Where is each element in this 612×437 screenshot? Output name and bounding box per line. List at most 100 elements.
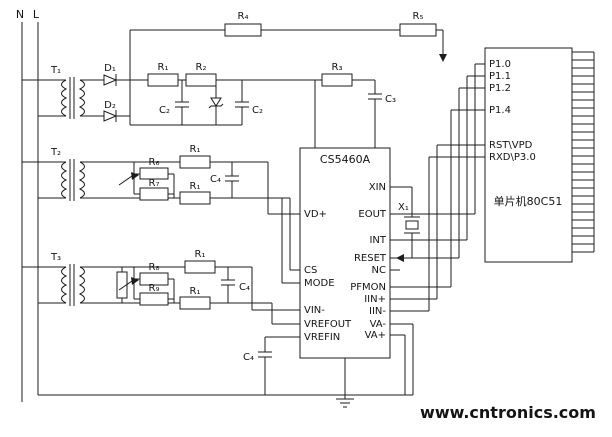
pin-label: XIN bbox=[369, 182, 386, 193]
r1-body bbox=[147, 73, 179, 87]
resistor-r7: R₇ bbox=[139, 178, 169, 201]
c4-label: C₄ bbox=[243, 352, 254, 363]
d2-triangle bbox=[103, 110, 118, 122]
transformer-t2: T₂ bbox=[50, 147, 85, 201]
capacitor-c2-b: C₂ bbox=[235, 101, 263, 116]
arrow-down-icon bbox=[439, 54, 447, 62]
mcu-body bbox=[484, 47, 573, 263]
resistor-r1-t3-top: R₁ bbox=[184, 249, 216, 274]
pin-label: CS bbox=[304, 265, 317, 276]
cs5460a-body bbox=[299, 147, 391, 359]
pin-label: IIN- bbox=[369, 306, 386, 317]
c3-plates bbox=[368, 93, 382, 100]
potentiometer-r8: R₈ bbox=[118, 262, 169, 291]
t3-secondary-coil bbox=[78, 266, 85, 304]
x1-body bbox=[405, 220, 419, 230]
t1-core bbox=[69, 77, 75, 119]
t2-row-wires bbox=[22, 161, 300, 284]
r1-label: R₁ bbox=[190, 144, 201, 155]
rail-label-l: L bbox=[33, 8, 40, 21]
resistor-r5: R₅ bbox=[399, 11, 437, 37]
resistor-r3: R₃ bbox=[321, 62, 353, 87]
top-wires bbox=[129, 29, 444, 80]
ic-cs5460a: CS5460A VD+ CS MODE VIN- VREFOUT VREFIN … bbox=[299, 147, 391, 359]
r6-label: R₆ bbox=[149, 157, 160, 168]
r9-body bbox=[139, 292, 169, 306]
mcu-pin-comb bbox=[572, 51, 595, 253]
r7-label: R₇ bbox=[149, 178, 160, 189]
c3-label: C₃ bbox=[385, 94, 396, 105]
rail-label-n: N bbox=[16, 8, 24, 21]
pin-label: IIN+ bbox=[364, 294, 386, 305]
c4-plates bbox=[221, 279, 235, 286]
r6-wiper-line bbox=[118, 175, 133, 186]
r2-body bbox=[185, 73, 217, 87]
pin-label: VA+ bbox=[365, 330, 386, 341]
c2a-plates bbox=[175, 101, 189, 108]
t2-secondary-coil bbox=[78, 161, 85, 199]
r5-body bbox=[399, 23, 437, 37]
capacitor-c4-t3: C₄ bbox=[221, 279, 250, 293]
capacitor-c3: C₃ bbox=[368, 93, 396, 105]
pin-label: P1.2 bbox=[489, 83, 511, 94]
r1-label: R₁ bbox=[190, 286, 201, 297]
t1-secondary-coil bbox=[78, 79, 85, 117]
zener-triangle bbox=[210, 97, 222, 107]
pin-label: EOUT bbox=[358, 209, 387, 220]
c4-plates bbox=[258, 351, 272, 358]
pin-label: RXD\P3.0 bbox=[489, 152, 536, 163]
capacitor-c4-t2: C₄ bbox=[210, 174, 239, 185]
t2-primary-coil bbox=[61, 161, 68, 199]
c4-plates bbox=[225, 175, 239, 182]
t3-row-wires bbox=[22, 266, 300, 395]
pin-label: VIN- bbox=[304, 305, 325, 316]
c2b-label: C₂ bbox=[252, 105, 263, 116]
r4-body bbox=[224, 23, 262, 37]
d1-label: D₁ bbox=[104, 63, 116, 74]
pin-label: RST\VPD bbox=[489, 140, 533, 151]
t2-label: T₂ bbox=[50, 147, 61, 158]
pin-label: NC bbox=[372, 265, 386, 276]
resistor-r1-t1: R₁ bbox=[147, 62, 179, 87]
r1-body bbox=[179, 296, 211, 310]
c4-label: C₄ bbox=[239, 282, 250, 293]
r6-wiper-arrow-icon bbox=[131, 172, 139, 180]
pin-label: P1.1 bbox=[489, 71, 511, 82]
r8-wiper-line bbox=[118, 280, 133, 291]
pin-label: P1.0 bbox=[489, 59, 511, 70]
zener-diode bbox=[208, 97, 224, 109]
resistor-r4: R₄ bbox=[224, 11, 262, 37]
c4-label: C₄ bbox=[210, 174, 221, 185]
pin-label: RESET bbox=[354, 253, 387, 264]
zener-bar bbox=[208, 103, 224, 109]
resistor-r2: R₂ bbox=[185, 62, 217, 87]
resistor-r1-t2-top: R₁ bbox=[179, 144, 211, 169]
t1-label: T₁ bbox=[50, 65, 61, 76]
t3-label: T₃ bbox=[50, 252, 61, 263]
c2b-plates bbox=[235, 101, 249, 108]
t1-row-wires bbox=[22, 79, 376, 148]
transformer-t3: T₃ bbox=[50, 252, 85, 306]
r1-label: R₁ bbox=[190, 181, 201, 192]
ic-80c51: P1.0 P1.1 P1.2 P1.4 RST\VPD RXD\P3.0 单片机… bbox=[484, 47, 595, 263]
d2-label: D₂ bbox=[104, 100, 116, 111]
r3-body bbox=[321, 73, 353, 87]
diode-d1: D₁ bbox=[103, 63, 118, 86]
pin-label: INT bbox=[369, 235, 386, 246]
diode-d2: D₂ bbox=[103, 100, 118, 122]
x1-plates bbox=[404, 216, 420, 234]
r1-body bbox=[179, 155, 211, 169]
pin-label: VD+ bbox=[304, 209, 327, 220]
r8-wiper-arrow-icon bbox=[131, 277, 139, 285]
arrow-left-icon bbox=[396, 254, 404, 262]
r3-label: R₃ bbox=[332, 62, 343, 73]
pin-label: VREFIN bbox=[304, 332, 340, 343]
r6-body bbox=[139, 167, 169, 180]
r2-label: R₂ bbox=[196, 62, 207, 73]
r8-body bbox=[139, 272, 169, 286]
resistor-r9: R₉ bbox=[139, 283, 169, 306]
adc-mcu-wires bbox=[344, 63, 485, 395]
r8-label: R₈ bbox=[149, 262, 160, 273]
t3-primary-coil bbox=[61, 266, 68, 304]
